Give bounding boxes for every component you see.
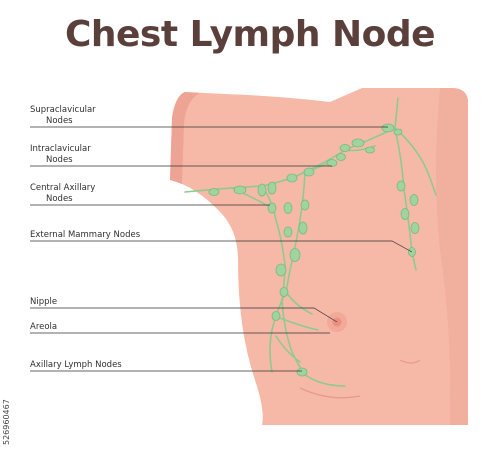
label-supraclavicular-line2: Nodes xyxy=(46,116,73,126)
label-axillary-lymph: Axillary Lymph Nodes xyxy=(30,360,122,371)
chest-curve-2 xyxy=(399,359,421,364)
label-intraclavicular: Intraclavicular Nodes xyxy=(30,144,91,166)
label-nipple-line1: Nipple xyxy=(30,297,58,307)
label-external-mammary: External Mammary Nodes xyxy=(30,230,140,241)
label-intraclavicular-line1: Intraclavicular xyxy=(30,144,91,154)
label-areola-line1: Areola xyxy=(30,322,58,332)
label-central-axillary: Central Axillary Nodes xyxy=(30,183,95,205)
page-title: Chest Lymph Node xyxy=(64,14,436,55)
label-areola: Areola xyxy=(30,322,57,333)
label-central-axillary-line2: Nodes xyxy=(46,194,73,204)
label-external-mammary-line1: External Mammary Nodes xyxy=(30,230,141,240)
side-credit: 526960467 xyxy=(2,399,11,445)
label-supraclavicular-line1: Supraclavicular xyxy=(30,105,96,115)
label-nipple: Nipple xyxy=(30,297,57,308)
skin-shade-right xyxy=(436,88,468,425)
lymph-nodes xyxy=(208,123,420,377)
chest-curve xyxy=(299,387,361,399)
skin-shade xyxy=(170,92,200,184)
leader-lines xyxy=(30,126,413,372)
label-supraclavicular: Supraclavicular Nodes xyxy=(30,105,96,127)
torso-skin xyxy=(170,88,468,425)
leader-nipple xyxy=(30,307,338,323)
label-axillary-lymph-line1: Axillary Lymph Nodes xyxy=(30,360,122,370)
label-central-axillary-line1: Central Axillary xyxy=(30,183,96,193)
leader-external-mammary xyxy=(30,240,413,253)
label-intraclavicular-line2: Nodes xyxy=(46,155,73,165)
